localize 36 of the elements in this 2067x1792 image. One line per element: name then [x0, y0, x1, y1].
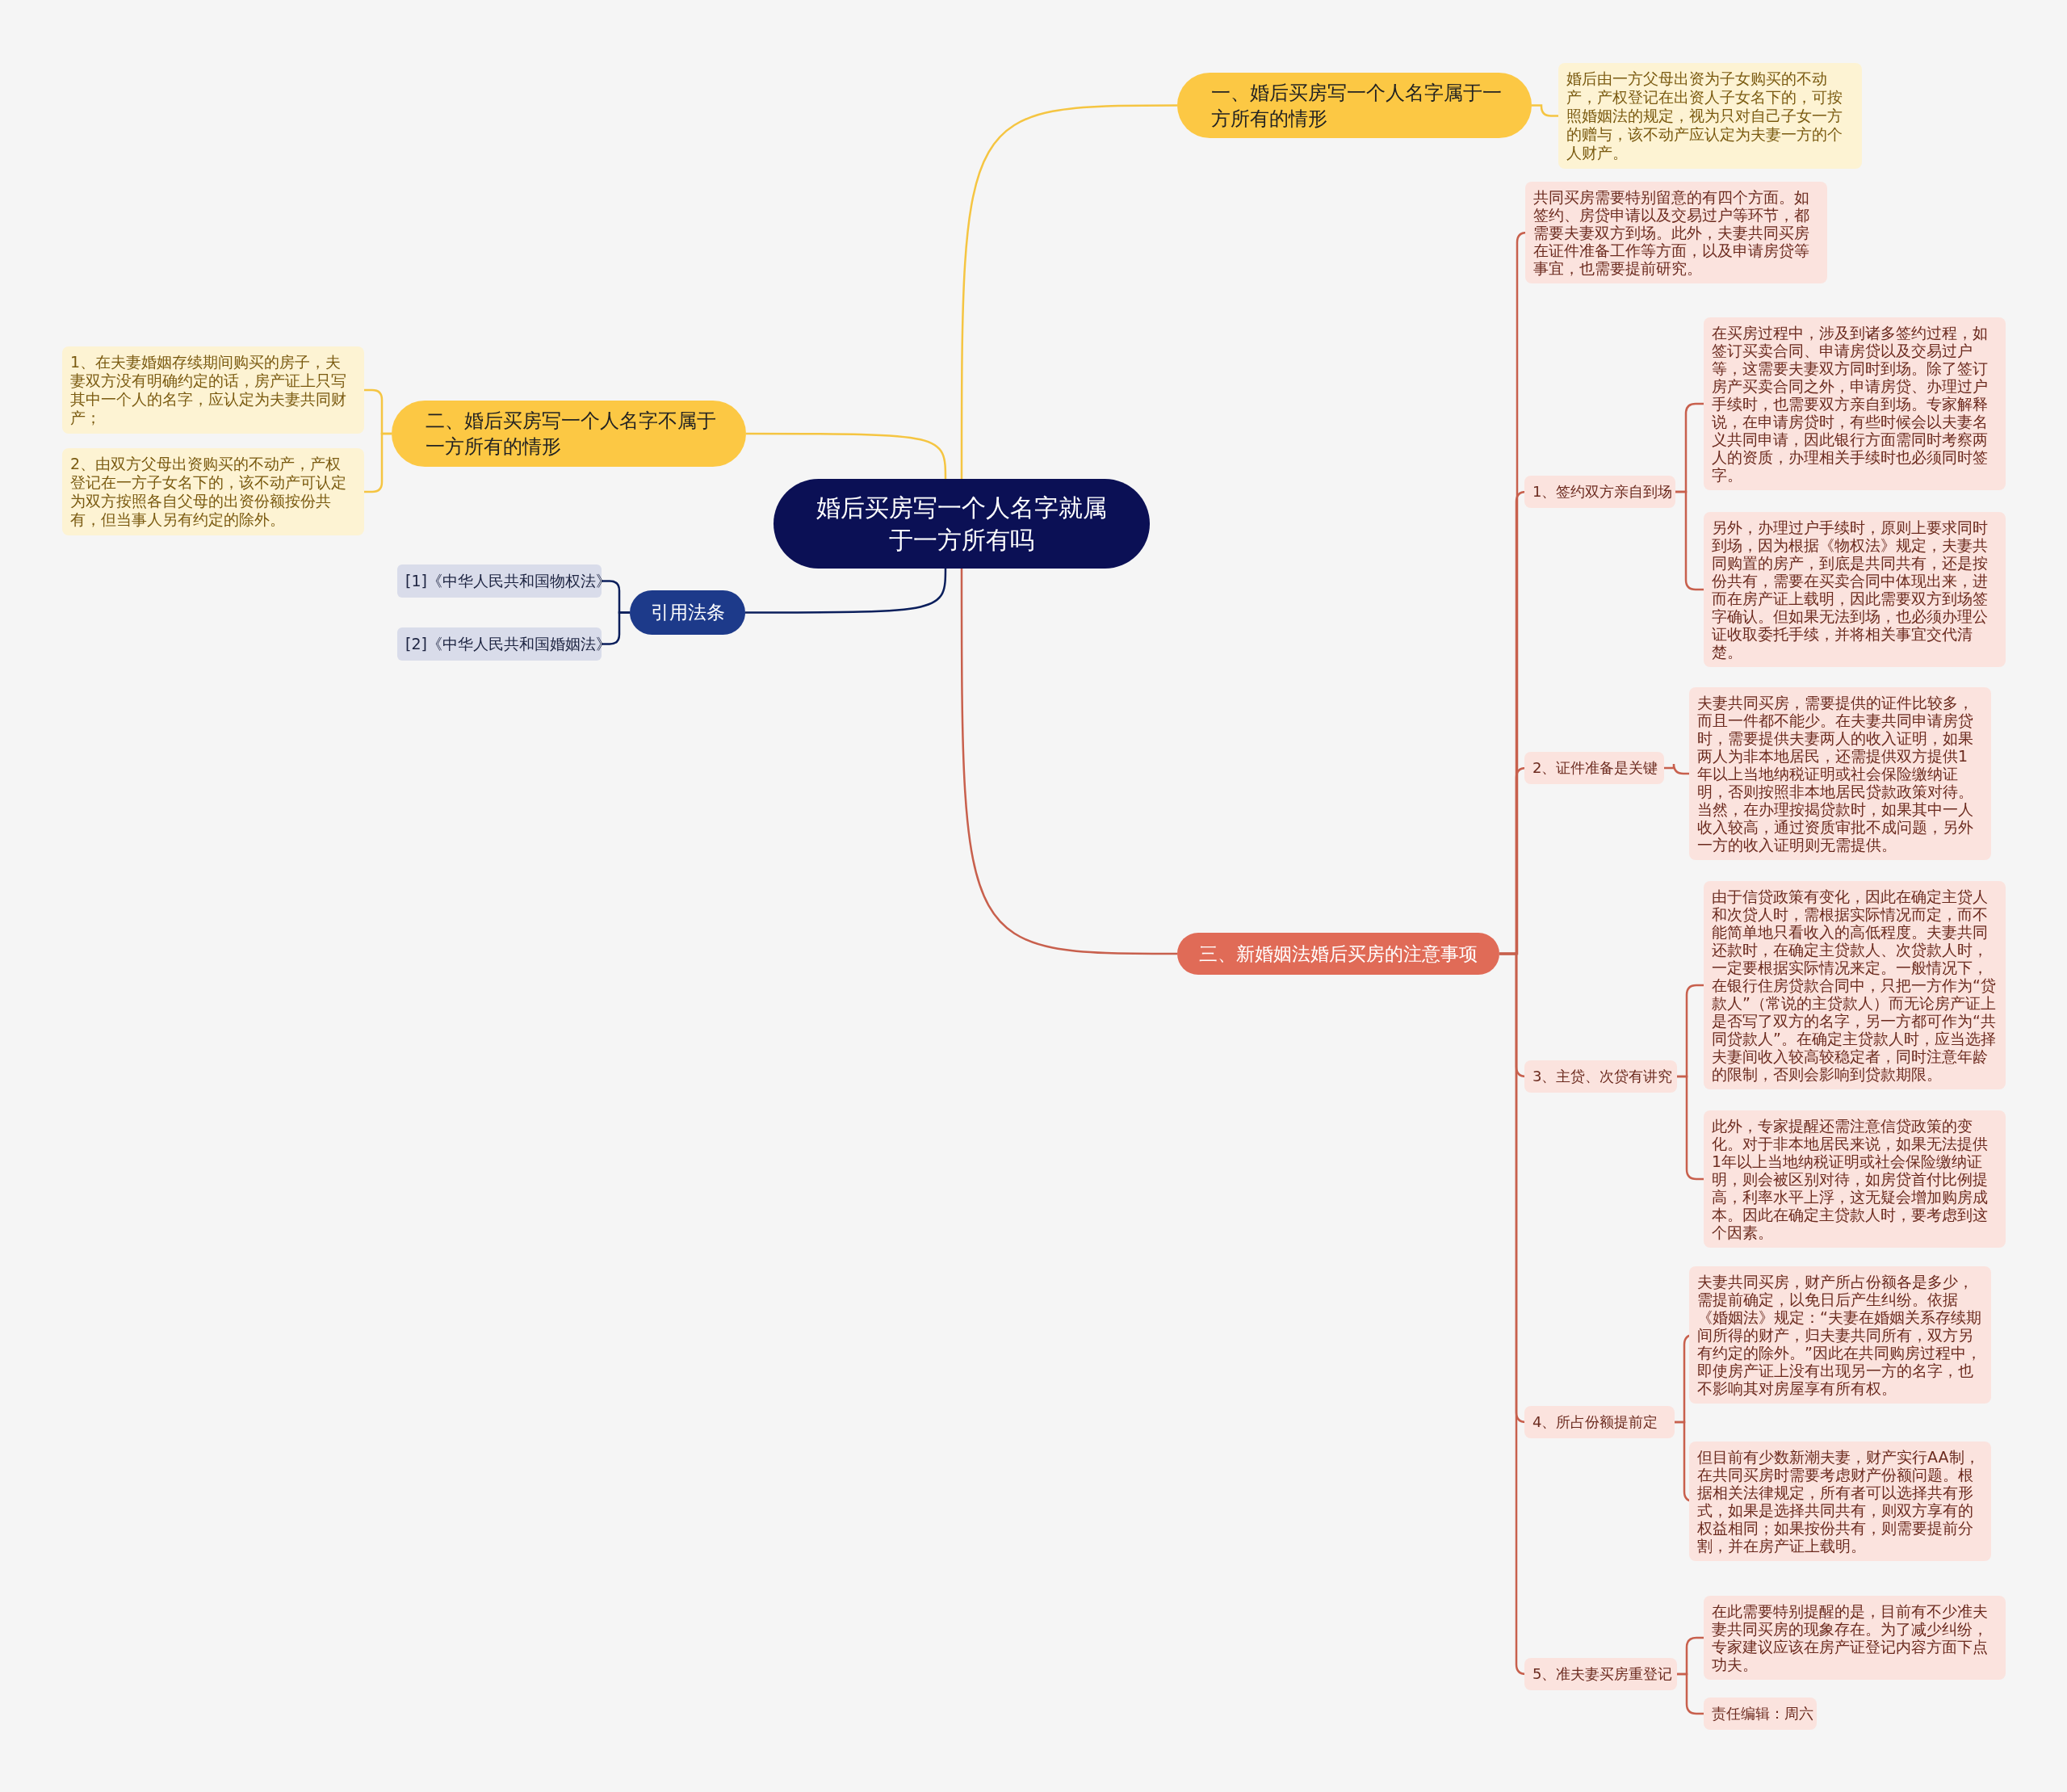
connector-line: [1532, 104, 1558, 117]
central-topic: 婚后买房写一个人名字就属于一方所有吗: [774, 479, 1150, 569]
subtopic-box: 5、准夫妻买房重登记: [1524, 1658, 1677, 1690]
branch-topic: 一、婚后买房写一个人名字属于一方所有的情形: [1177, 73, 1532, 138]
connector-line: [960, 567, 1177, 955]
note-box: 2、由双方父母出资购买的不动产，产权登记在一方子女名下的，该不动产可认定为双方按照各自父母的出资份额按份共有，但当事人另有约定的除外。: [62, 448, 364, 535]
note-box: 在此需要特别提醒的是，目前有不少准夫妻共同买房的现象存在。为了减少纠纷，专家建议应该在房产证登记内容方面下点功夫。: [1704, 1596, 2006, 1680]
reference-box: [2]《中华人民共和国婚姻法》: [397, 627, 602, 661]
connector-line: [602, 611, 630, 645]
connector-line: [364, 432, 392, 493]
note-box: 在买房过程中，涉及到诸多签约过程，如签订买卖合同、申请房贷以及交易过户等，这需要夫妻双方同时到场。除了签订房产买卖合同之外，申请房贷、办理过户手续时，也需要双方亲自到场。专家解释说，在申请房贷时，有些时候会以夫妻名义共同申请，因此银行方面需同时考察两人的资质，办理相关手续时也必须同时签字。: [1704, 317, 2006, 490]
editor-credit: 责任编辑：周六: [1704, 1698, 1817, 1730]
note-box: 此外，专家提醒还需注意信贷政策的变化。对于非本地居民来说，如果无法提供1年以上当地纳税证明或社会保险缴纳证明，则会被区别对待，如房贷首付比例提高，利率水平上浮，这无疑会增加购房成本。因此在确定主贷款人时，要考虑到这个因素。: [1704, 1110, 2006, 1248]
connector-line: [1675, 490, 1704, 591]
branch-topic: 引用法条: [630, 590, 745, 635]
note-box: 夫妻共同买房，需要提供的证件比较多，而且一件都不能少。在夫妻共同申请房贷时，需要提供夫妻两人的收入证明，如果两人为非本地居民，还需提供双方提供1年以上当地纳税证明或社会保险缴纳证明，否则按照非本地居民贷款政策对待。当然，在办理按揭贷款时，如果其中一人收入较高，通过资质审批不成问题，另外一方的收入证明则无需提供。: [1689, 687, 1991, 860]
subtopic-box: 2、证件准备是关键: [1524, 752, 1664, 784]
connector-line: [1664, 762, 1689, 775]
subtopic-box: 4、所占份额提前定: [1524, 1406, 1675, 1438]
reference-box: [1]《中华人民共和国物权法》: [397, 564, 602, 598]
note-box: 夫妻共同买房，财产所占份额各是多少，需提前确定，以免日后产生纠纷。依据《婚姻法》规定：“夫妻在婚姻关系存续期间所得的财产，归夫妻共同所有，双方另有约定的除外。”因此在共同购房过程中，即使房产证上没有出现另一方的名字，也不影响其对房屋享有所有权。: [1689, 1266, 1991, 1404]
note-box: 由于信贷政策有变化，因此在确定主贷人和次贷人时，需根据实际情况而定，而不能简单地只看收入的高低程度。夫妻共同还款时，在确定主贷款人、次贷款人时，一定要根据实际情况来定。一般情况下，在银行住房贷款合同中，只把一方作为“贷款人”（常说的主贷款人）而无论房产证上是否写了双方的名字，另一方都可作为“共同贷款人”。在确定主贷款人时，应当选择夫妻间收入较高较稳定者，同时注意年龄的限制，否则会影响到贷款期限。: [1704, 881, 2006, 1089]
note-box: 1、在夫妻婚姻存续期间购买的房子，夫妻双方没有明确约定的话，房产证上只写其中一个人的名字，应认定为夫妻共同财产；: [62, 346, 364, 434]
note-box: 但目前有少数新潮夫妻，财产实行AA制，在共同买房时需要考虑财产份额问题。根据相关法律规定，所有者可以选择共有形式，如果是选择共同共有，则双方享有的权益相同；如果按份共有，则需要提前分割，并在房产证上载明。: [1689, 1442, 1991, 1561]
branch-topic: 三、新婚姻法婚后买房的注意事项: [1177, 933, 1499, 975]
note-box: 共同买房需要特别留意的有四个方面。如签约、房贷申请以及交易过户等环节，都需要夫妻双方到场。此外，夫妻共同买房在证件准备工作等方面，以及申请房贷等事宜，也需要提前研究。: [1525, 182, 1827, 283]
note-box: 婚后由一方父母出资为子女购买的不动产，产权登记在出资人子女名下的，可按照婚姻法的规定，视为只对自己子女一方的赠与，该不动产应认定为夫妻一方的个人财产。: [1558, 63, 1862, 169]
connector-line: [960, 104, 1177, 481]
connector-line: [1677, 1075, 1704, 1181]
subtopic-box: 1、签约双方亲自到场: [1524, 476, 1675, 508]
connector-line: [1677, 1672, 1704, 1715]
note-box: 另外，办理过户手续时，原则上要求同时到场，因为根据《物权法》规定，夫妻共同购置的房产，到底是共同共有，还是按份共有，需要在买卖合同中体现出来，进而在房产证上载明，因此需要双方到场签字确认。但如果无法到场，也必须办理公证收取委托手续，并将相关事宜交代清楚。: [1704, 512, 2006, 667]
connector-line: [746, 432, 947, 481]
branch-topic: 二、婚后买房写一个人名字不属于一方所有的情形: [392, 401, 746, 467]
connector-line: [745, 567, 947, 614]
subtopic-box: 3、主贷、次贷有讲究: [1524, 1060, 1677, 1093]
